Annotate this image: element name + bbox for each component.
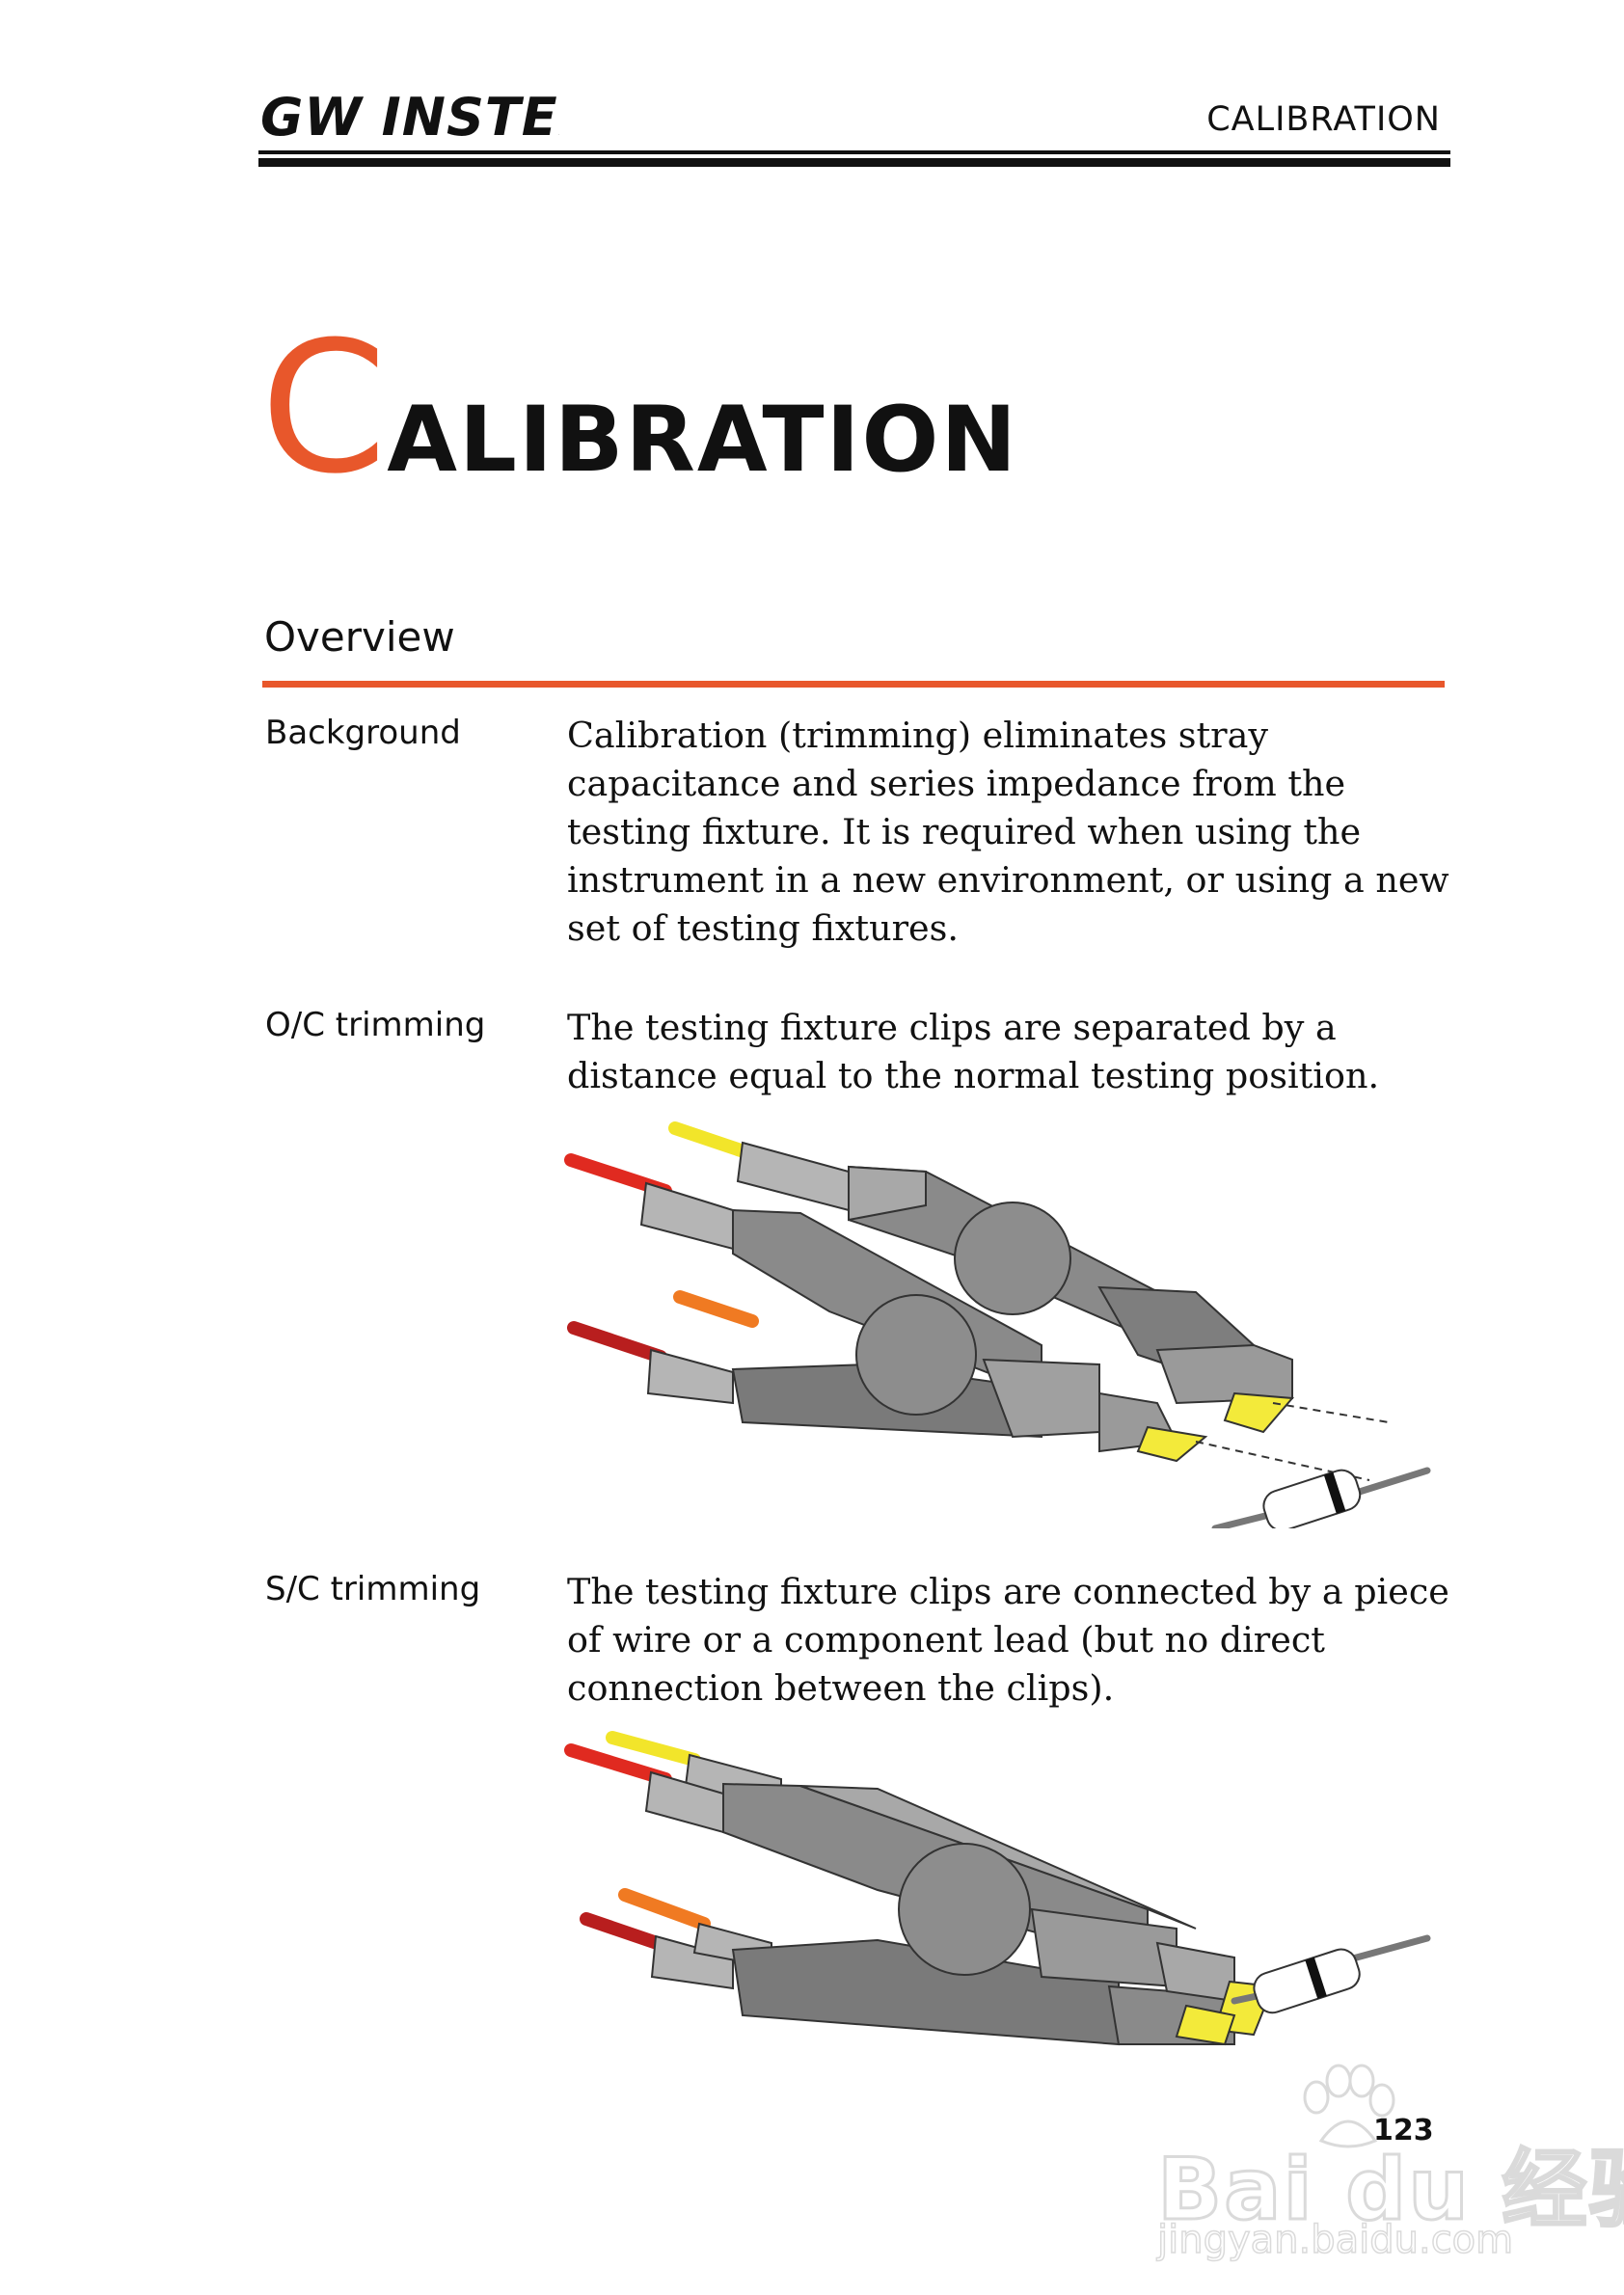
chapter-title-rest: ALIBRATION	[387, 388, 1019, 493]
sc-trimming-figure	[564, 1731, 1431, 2046]
oc-trimming-figure	[564, 1121, 1431, 1528]
chapter-title: CALIBRATION	[260, 318, 1018, 511]
chapter-title-initial: C	[260, 303, 388, 514]
page-number: 123	[1373, 2114, 1434, 2147]
header-rule	[258, 150, 1450, 154]
header-rule-thick	[258, 158, 1450, 167]
entry-text-oc-trimming: The testing fixture clips are separated …	[567, 1007, 1380, 1096]
running-head: CALIBRATION	[1206, 100, 1441, 139]
watermark-url: jingyan.baidu.com	[1156, 2217, 1514, 2263]
entry-text-background: Calibration (trimming) eliminates stray …	[567, 715, 1449, 949]
section-heading: Overview	[264, 613, 455, 661]
entry-label-background: Background	[265, 714, 461, 752]
entry-label-oc-trimming: O/C trimming	[265, 1006, 486, 1044]
baidu-paw-icon	[1303, 2064, 1395, 2148]
baidu-watermark: Bai du 经验 jingyan.baidu.com	[1156, 2064, 1624, 2266]
watermark-brand: Bai du 经验	[1156, 2139, 1624, 2241]
logo-text: GW INSTEK	[260, 89, 559, 143]
section-rule	[262, 681, 1445, 688]
entry-text-sc-trimming: The testing fixture clips are connected …	[567, 1571, 1449, 1709]
gw-instek-logo: GW INSTEK	[260, 89, 559, 143]
entry-label-sc-trimming: S/C trimming	[265, 1570, 481, 1608]
